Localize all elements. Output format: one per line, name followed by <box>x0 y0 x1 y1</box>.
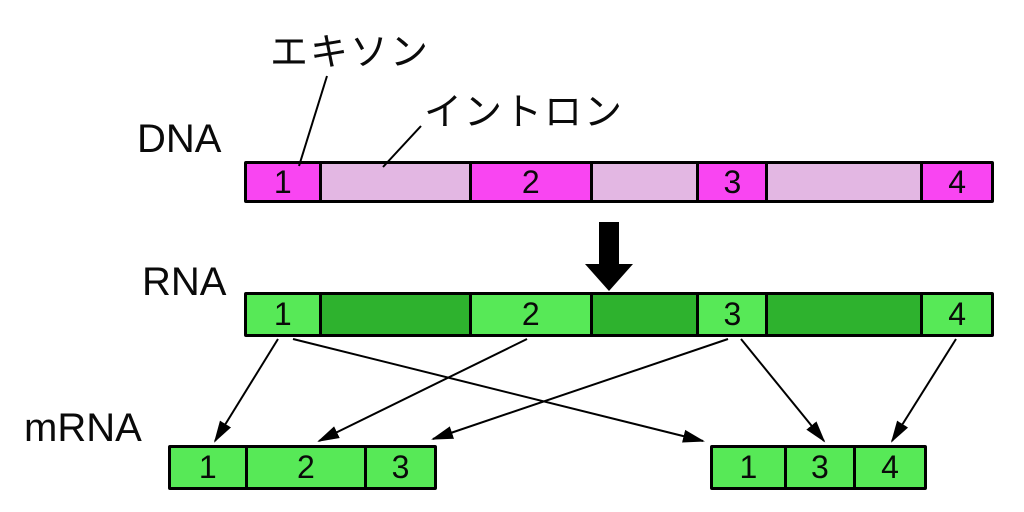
rna-row-label: RNA <box>142 260 227 304</box>
dna-intron-3 <box>765 164 921 200</box>
mrna-right-bar: 1 3 4 <box>710 445 927 490</box>
rna-exon-3: 3 <box>696 295 766 334</box>
mrna-left-segment-1: 1 <box>171 448 245 487</box>
transcription-arrow-icon <box>585 222 633 291</box>
intron-callout-label: イントロン <box>424 92 625 134</box>
rna-intron-3 <box>765 295 921 334</box>
arrow-rna-exon1-to-mrna-left-1 <box>213 338 279 443</box>
arrow-rna-exon3-to-mrna-right-3 <box>740 338 826 443</box>
dna-bar: 1 2 3 4 <box>244 161 994 203</box>
mrna-left-segment-3: 3 <box>364 448 434 487</box>
dna-exon-3: 3 <box>696 164 766 200</box>
dna-intron-1 <box>318 164 469 200</box>
arrow-rna-exon4-to-mrna-right-4 <box>890 338 957 443</box>
mrna-right-segment-3: 3 <box>783 448 853 487</box>
rna-bar: 1 2 3 4 <box>244 292 994 337</box>
dna-intron-2 <box>589 164 697 200</box>
mrna-right-segment-4: 4 <box>852 448 924 487</box>
arrow-rna-exon1-to-mrna-right-1 <box>292 338 705 443</box>
dna-exon-4: 4 <box>920 164 991 200</box>
rna-exon-1: 1 <box>247 295 319 334</box>
rna-intron-2 <box>589 295 697 334</box>
dna-exon-1: 1 <box>247 164 319 200</box>
mrna-left-bar: 1 2 3 <box>168 445 437 490</box>
mrna-row-label: mRNA <box>24 406 142 450</box>
mrna-left-segment-2: 2 <box>244 448 365 487</box>
arrow-rna-exon3-to-mrna-left-3 <box>431 338 729 440</box>
rna-exon-4: 4 <box>920 295 991 334</box>
exon-callout-label: エキソン <box>270 32 431 74</box>
rna-intron-1 <box>318 295 469 334</box>
rna-exon-2: 2 <box>468 295 590 334</box>
arrow-rna-exon2-to-mrna-left-2 <box>317 338 528 442</box>
dna-row-label: DNA <box>137 117 222 161</box>
mrna-right-segment-1: 1 <box>713 448 784 487</box>
dna-exon-2: 2 <box>468 164 590 200</box>
exon-leader-line <box>298 75 328 167</box>
